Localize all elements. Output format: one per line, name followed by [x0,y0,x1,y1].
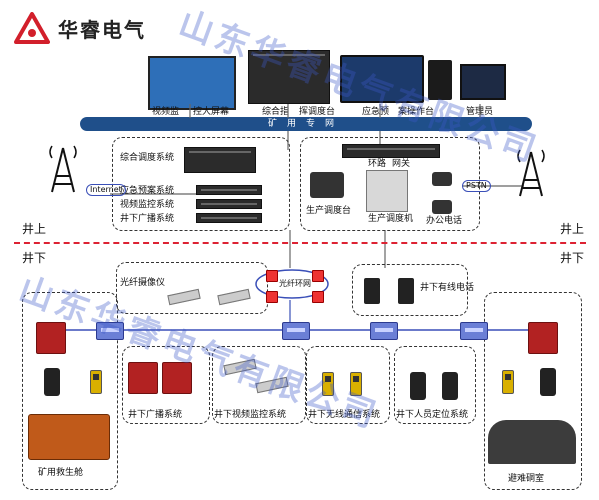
label-plan-console: 案操作台 [398,107,435,117]
rescue-cabin-label: 矿用救生舱 [38,468,84,478]
system-label-3: 井下广播系统 [120,214,175,224]
dispatcher-device [366,170,408,212]
gateway-device [342,144,440,158]
office-phone-icon-2 [432,200,452,214]
surface-underground-divider [14,242,586,244]
mine-phone-icon-right [540,368,556,396]
broadcast-box-left [36,322,66,354]
system-label-2: 视频监控系统 [120,200,175,210]
dispatch-station-device [310,172,344,198]
wireless-phone-icon-1 [322,372,334,396]
emergency-console-device [340,55,424,103]
pc-tower-device [428,60,452,100]
admin-monitor-device [460,64,506,100]
label-integrated: 综合指 [262,107,290,117]
switch-icon-1 [96,322,124,340]
video-system-box [212,346,306,424]
zone-below-right: 井下 [560,251,585,265]
gateway-label: 网关 [392,159,411,169]
left-area-box [22,292,118,490]
locator-icon-2 [442,372,458,400]
locator-icon-1 [410,372,426,400]
zone-above-left: 井上 [22,222,47,236]
system-broadcast-label: 井下广播系统 [128,410,183,420]
camera-label: 光纤摄像仪 [120,278,166,288]
wireless-phone-icon-left [90,370,102,394]
broadcast-box-1 [128,362,158,394]
system-label-1: 应急预案系统 [120,186,175,196]
rescue-cabin-image [28,414,110,460]
refuge-chamber-label: 避难硐室 [508,474,545,484]
cell-tower-icon-right [517,149,545,197]
video-wall-device [148,56,236,110]
wireless-phone-icon-right [502,370,514,394]
mine-network-bus: 矿用专网 [80,117,532,131]
ring-node-1 [266,270,278,282]
label-emergency: 应急预 [362,107,390,117]
switch-icon-4 [460,322,488,340]
dispatch-console-device [248,50,330,104]
upper-dispatch-box [300,137,480,231]
brand-logo-icon [14,12,50,44]
cell-tower-icon-left [49,145,77,193]
system-wireless-label: 井下无线通信系统 [308,410,381,420]
office-phone-icon-1 [432,172,452,186]
office-phone-label: 办公电话 [426,216,463,226]
broadcast-system-box [122,346,210,424]
video-server [196,199,262,209]
switch-icon-3 [370,322,398,340]
ring-node-3 [266,291,278,303]
label-big-screen: 控大屏幕 [193,107,230,117]
switch-icon-2 [282,322,310,340]
ring-node-4 [312,291,324,303]
mine-phone-icon-left [44,368,60,396]
system-video-label: 井下视频监控系统 [214,410,287,420]
system-positioning-label: 井下人员定位系统 [396,410,469,420]
mine-phone-icon-1 [364,278,380,304]
broadcast-server [196,213,262,223]
zone-below-left: 井下 [22,251,47,265]
mine-phone-icon-2 [398,278,414,304]
ring-node-2 [312,270,324,282]
fiber-ring-label: 光纤环网 [279,279,311,288]
dispatch-station-label: 生产调度台 [306,206,352,216]
broadcast-box-right [528,322,558,354]
integrated-dispatch-server [184,147,256,173]
label-video-wall: 视频监 [152,107,180,117]
pstn-label: PSTN [462,180,491,192]
dispatcher-label: 生产调度机 [368,214,414,224]
emergency-server [196,185,262,195]
router-label: 环路 [368,159,387,169]
right-area-box [484,292,582,490]
camera-box [116,262,268,314]
brand-name: 华睿电气 [58,18,146,42]
label-dispatch-console: 挥调度台 [299,107,336,117]
positioning-system-box [394,346,476,424]
wired-phone-label: 井下有线电话 [420,283,475,293]
system-label-0: 综合调度系统 [120,153,175,163]
wired-phone-box [352,264,468,316]
internet-label: Internet [86,184,126,196]
broadcast-box-2 [162,362,192,394]
zone-above-right: 井上 [560,222,585,236]
refuge-chamber-image [488,420,576,464]
wireless-system-box [306,346,390,424]
fiber-ring-icon [255,269,329,299]
wireless-phone-icon-2 [350,372,362,396]
